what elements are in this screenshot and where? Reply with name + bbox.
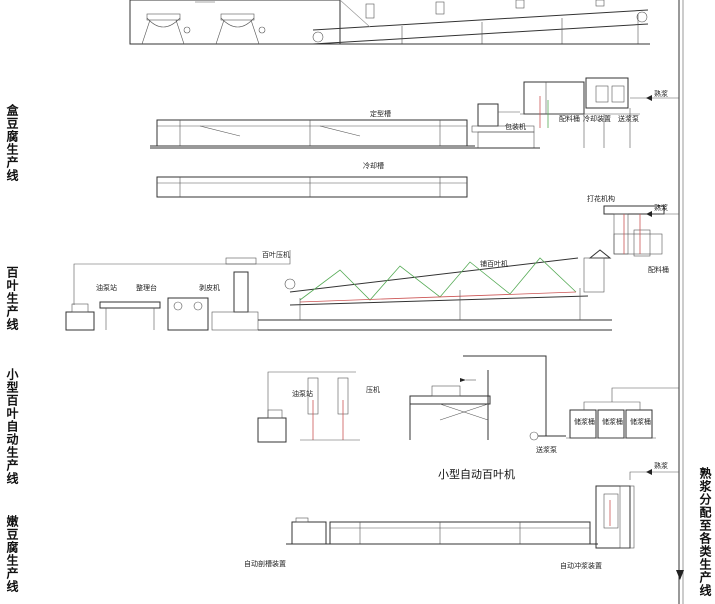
label-cooked-slurry-3: 熟浆 (654, 461, 668, 470)
label-cooling-tank: 冷却槽 (363, 161, 384, 170)
section-tender-tofu: 嫩豆腐生产线 (5, 515, 19, 593)
label-packing-machine: 包装机 (505, 122, 526, 131)
tender-tofu-line (286, 469, 679, 549)
label-baiye-machine: 铺百叶机 (480, 259, 508, 268)
label-cold-slurry-equipment: 冷却装置 (583, 114, 611, 123)
label-auto-flush-equipment: 自动冲浆装置 (560, 561, 602, 570)
section-small-baiye: 小型百叶自动生产线 (5, 368, 19, 485)
section-boxed-tofu: 盒豆腐生产线 (5, 104, 19, 182)
label-cooked-slurry-1: 熟浆 (654, 89, 668, 98)
label-peeling-machine: 剥皮机 (199, 283, 220, 292)
small-baiye-line (257, 355, 679, 443)
label-mixing-tank-1: 配料桶 (559, 114, 580, 123)
top-boiling-pots (129, 0, 341, 45)
label-auto-cut-equipment: 自动剖槽装置 (244, 559, 286, 568)
label-cooked-slurry-2: 熟浆 (654, 203, 668, 212)
main-pipe-arrow (676, 570, 684, 580)
label-slurry-pump: 送浆泵 (536, 445, 557, 454)
label-storage-tank-2: 储浆桶 (602, 417, 623, 426)
boxed-tofu-line (150, 77, 679, 198)
label-setting-tank: 定型槽 (370, 109, 391, 118)
label-small-auto-baiye: 小型自动百叶机 (438, 467, 515, 481)
section-right-line: 熟浆分配至各类生产线 (698, 467, 712, 597)
section-baiye: 百叶生产线 (5, 266, 19, 331)
label-flower-machine: 打花机构 (587, 194, 615, 203)
label-press: 压机 (366, 385, 380, 394)
label-sorting-table: 整理台 (136, 283, 157, 292)
label-storage-tank-1: 储浆桶 (574, 417, 595, 426)
label-baiye-press: 百叶压机 (262, 250, 290, 259)
label-hydraulic-station-1: 油泵站 (96, 283, 117, 292)
label-hydraulic-station-2: 油泵站 (292, 389, 313, 398)
baiye-line (65, 205, 679, 331)
label-mixing-tank-2: 配料桶 (648, 265, 669, 274)
top-conveyor (312, 0, 650, 45)
label-storage-tank-3: 储浆桶 (630, 417, 651, 426)
label-pulp-pump: 送浆泵 (618, 114, 639, 123)
